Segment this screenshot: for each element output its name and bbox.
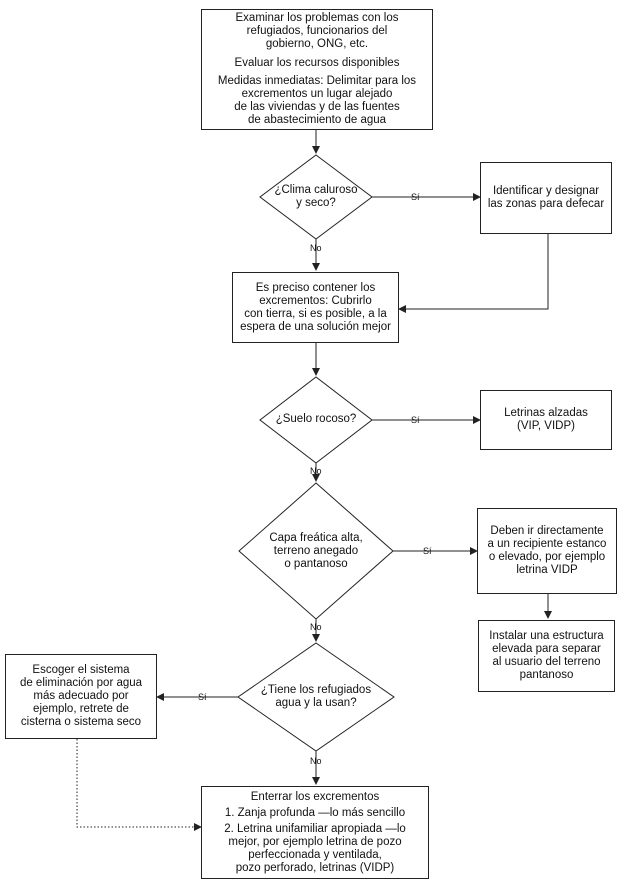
text-line: Escoger el sistema (32, 664, 130, 676)
text-line: elevada para separar (492, 643, 601, 655)
decision-climate-text: ¿Clima caluroso y seco? (256, 184, 376, 210)
label-yes-3: Sí (423, 546, 432, 556)
text-line: a un recipiente estanco (487, 538, 607, 550)
text-line: Instalar una estructura (489, 630, 604, 642)
label-no-3: No (310, 622, 322, 632)
text-line: Identificar y designar (492, 185, 600, 197)
text-line: excrementos: Cubrirlo (259, 294, 372, 307)
arrow-defecate-to-contain (398, 234, 549, 313)
text-line: al usuario del terreno (492, 656, 601, 668)
text-line: o elevado, por ejemplo (488, 551, 606, 563)
text-line: refugiados, funcionarios del (246, 25, 388, 37)
label-yes-4: Sí (198, 692, 207, 702)
text-line: pantanoso (519, 669, 574, 681)
text-line: Capa freática alta, (269, 532, 363, 544)
text-line: 2. Letrina unifamiliar apropiada —lo (224, 822, 406, 835)
label-no-1: No (310, 243, 322, 253)
text-line: perfeccionada y ventilada, (248, 848, 382, 861)
label-no-4: No (310, 756, 322, 766)
text-line: ¿Tiene los refugiados (260, 684, 372, 696)
label-yes-2: Sí (411, 415, 420, 425)
label-no-2: No (310, 466, 322, 476)
text-line: ejemplo, retrete de (33, 703, 129, 715)
text-line: más adecuado por (33, 690, 129, 702)
label-yes-1: Sí (411, 192, 420, 202)
text-line: Es preciso contener los (255, 281, 376, 294)
contain-excrement-box: Es preciso contener los excrementos: Cub… (232, 272, 399, 343)
text-line: Evaluar los recursos disponibles (234, 56, 400, 69)
decision-water-table-text: Capa freática alta, terreno anegado o pa… (256, 532, 376, 571)
defecate-zones-box: Identificar y designar las zonas para de… (480, 162, 612, 234)
text-line: con tierra, si es posible, a la (244, 307, 387, 320)
text-line: gobierno, ONG, etc. (265, 38, 369, 50)
bury-excrement-box: Enterrar los excrementos 1. Zanja profun… (201, 786, 429, 879)
text-line: (VIP, VIDP) (517, 420, 575, 432)
arrow-water-to-bury-dotted (76, 739, 202, 831)
text-line: Medidas inmediatas: Delimitar para los (217, 75, 417, 87)
text-line: de las viviendas y de las fuentes (234, 101, 400, 113)
text-line: y seco? (296, 197, 336, 209)
text-line: ¿Suelo rocoso? (275, 413, 357, 425)
text-line: Letrinas alzadas (504, 407, 588, 419)
text-line: ¿Clima caluroso (274, 184, 358, 196)
text-line: agua y la usan? (275, 697, 357, 709)
raised-structure-box: Instalar una estructura elevada para sep… (478, 620, 615, 692)
sealed-container-box: Deben ir directamente a un recipiente es… (477, 508, 617, 594)
text-line: excrementos un lugar alejado (241, 88, 393, 100)
text-line: terreno anegado (273, 545, 359, 557)
decision-rocky-soil-text: ¿Suelo rocoso? (256, 413, 376, 426)
water-system-box: Escoger el sistema de eliminación por ag… (5, 654, 157, 739)
text-line: pozo perforado, letrinas (VIDP) (235, 861, 395, 874)
text-line: Enterrar los excrementos (250, 790, 380, 803)
raised-latrines-box: Letrinas alzadas (VIP, VIDP) (480, 390, 612, 450)
decision-water-use-text: ¿Tiene los refugiados agua y la usan? (246, 684, 386, 710)
text-line: o pantanoso (284, 558, 348, 570)
text-line: Examinar los problemas con los (235, 12, 399, 24)
text-line: 1. Zanja profunda —lo más sencillo (224, 806, 406, 819)
text-line: de eliminación por agua (19, 677, 143, 689)
text-line: Deben ir directamente (490, 525, 604, 537)
text-line: de abastecimiento de agua (247, 114, 387, 126)
start-box: Examinar los problemas con los refugiado… (201, 9, 433, 130)
text-line: letrina VIDP (516, 564, 578, 576)
text-line: mejor, por ejemplo letrina de pozo (228, 835, 402, 848)
text-line: las zonas para defecar (487, 198, 605, 210)
text-line: cisterna o sistema seco (20, 716, 142, 728)
text-line: espera de una solución mejor (240, 320, 391, 333)
